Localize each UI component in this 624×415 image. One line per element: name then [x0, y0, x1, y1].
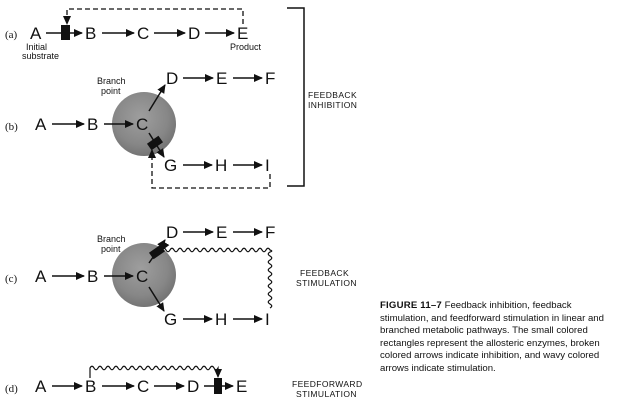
- arrow-b-C-D: [148, 84, 166, 112]
- caption-text: Feedback inhibition, feedback stimulatio…: [380, 300, 604, 374]
- feedback-label-1: FEEDBACK: [308, 90, 357, 100]
- node-a-B: B: [85, 24, 96, 43]
- branch-point-disc-c: [112, 243, 176, 307]
- node-a-E: E: [237, 24, 248, 43]
- node-c-G: G: [164, 310, 177, 329]
- node-c-E: E: [216, 223, 227, 242]
- node-b-F: F: [265, 69, 275, 88]
- node-c-C: C: [136, 267, 148, 286]
- node-d-A: A: [35, 377, 47, 396]
- node-b-C: C: [136, 115, 148, 134]
- feedback-inhibition-arrow-a: [63, 8, 244, 25]
- point-label-b: point: [101, 86, 121, 96]
- node-b-D: D: [166, 69, 178, 88]
- node-b-B: B: [87, 115, 98, 134]
- feedforward-label: FEEDFORWARD: [292, 379, 363, 389]
- panel-label-a: (a): [5, 29, 18, 41]
- node-a-C: C: [137, 24, 149, 43]
- figure-caption: FIGURE 11–7 Feedback inhibition, feedbac…: [380, 300, 618, 376]
- feedback-inhibition-bracket: [287, 7, 305, 187]
- node-a-D: D: [188, 24, 200, 43]
- point-label-c: point: [101, 244, 121, 254]
- node-b-G: G: [164, 156, 177, 175]
- substrate-label: substrate: [22, 51, 59, 61]
- panel-label-b: (b): [5, 121, 18, 133]
- panel-label-d: (d): [5, 383, 18, 395]
- feedback-inhibition-arrow-b: [148, 149, 271, 189]
- feedback-label-2: FEEDBACK: [300, 268, 349, 278]
- branch-label-c: Branch: [97, 234, 126, 244]
- arrow-c-C-G: [148, 286, 165, 312]
- node-d-E: E: [236, 377, 247, 396]
- product-label: Product: [230, 42, 262, 52]
- node-b-H: H: [215, 156, 227, 175]
- inhibition-label: INHIBITION: [308, 100, 357, 110]
- node-c-D: D: [166, 223, 178, 242]
- allosteric-enzyme-rect: [146, 135, 164, 151]
- branch-label-b: Branch: [97, 76, 126, 86]
- feedback-stimulation-arrow-c: [161, 241, 273, 309]
- caption-label: FIGURE 11–7: [380, 300, 442, 311]
- initial-label: Initial: [26, 42, 47, 52]
- allosteric-enzyme-rect: [148, 244, 166, 260]
- stimulation-label-d: STIMULATION: [296, 389, 357, 399]
- panel-b: Branch point (b) A B C D E F G H I: [5, 69, 275, 189]
- node-c-F: F: [265, 223, 275, 242]
- node-d-B: B: [85, 377, 96, 396]
- node-a-A: A: [30, 24, 42, 43]
- panel-c: Branch point (c) A B C D E F G H I: [5, 223, 275, 329]
- node-c-B: B: [87, 267, 98, 286]
- panel-label-c: (c): [5, 273, 18, 285]
- panel-a: (a) A B C D E Initial substrate Product: [5, 8, 262, 61]
- node-d-D: D: [187, 377, 199, 396]
- node-d-C: C: [137, 377, 149, 396]
- node-b-A: A: [35, 115, 47, 134]
- node-c-H: H: [215, 310, 227, 329]
- node-c-I: I: [265, 310, 270, 329]
- feedforward-stimulation-arrow-d: [89, 365, 222, 378]
- node-c-A: A: [35, 267, 47, 286]
- node-b-I: I: [265, 156, 270, 175]
- node-b-E: E: [216, 69, 227, 88]
- panel-d: (d) A B C D E: [5, 365, 247, 396]
- allosteric-enzyme-rect: [214, 378, 222, 394]
- stimulation-label-c: STIMULATION: [296, 278, 357, 288]
- allosteric-enzyme-rect: [61, 25, 70, 40]
